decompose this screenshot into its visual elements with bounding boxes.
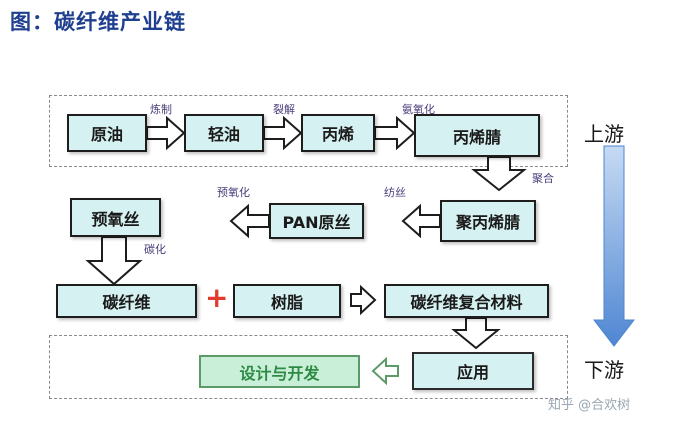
page-title: 图：碳纤维产业链	[10, 9, 186, 34]
label-carbonization: 碳化	[144, 243, 166, 256]
node-resin: 树脂	[233, 284, 341, 318]
upstream-label: 上游	[584, 122, 624, 146]
watermark: 知乎 @合欢树	[548, 398, 631, 413]
downstream-group-frame	[49, 335, 568, 399]
arrow-application-to-design	[371, 356, 399, 386]
arrow-pan-to-preox	[229, 203, 270, 239]
node-application: 应用	[412, 352, 534, 390]
arrow-crude-to-light	[146, 115, 186, 151]
arrow-acrylonitrile-down	[471, 156, 527, 192]
node-acrylonitrile: 丙烯腈	[414, 114, 540, 157]
node-polyacrylonitrile: 聚丙烯腈	[440, 200, 536, 242]
upstream-downstream-arrow	[592, 145, 636, 347]
arrow-resin-to-composite	[350, 284, 377, 316]
node-light-oil: 轻油	[184, 114, 264, 152]
arrow-poly-to-pan	[401, 203, 441, 239]
plus-operator: +	[205, 281, 229, 314]
label-polymerization: 聚合	[532, 172, 554, 185]
label-spinning: 纺丝	[384, 186, 406, 199]
label-cracking: 裂解	[273, 103, 295, 116]
node-carbon-fiber: 碳纤维	[56, 284, 197, 318]
label-ammoxidation: 氨氧化	[402, 103, 435, 116]
node-composite: 碳纤维复合材料	[384, 284, 549, 318]
arrow-preox-down	[85, 236, 143, 286]
node-preox-fiber: 预氧丝	[70, 198, 161, 237]
node-pan-precursor: PAN原丝	[269, 203, 364, 239]
node-crude-oil: 原油	[67, 114, 147, 152]
node-design-dev: 设计与开发	[199, 355, 360, 388]
upstream-group-frame	[49, 95, 568, 167]
arrow-composite-down	[451, 317, 501, 350]
downstream-label: 下游	[584, 358, 624, 382]
node-propylene: 丙烯	[301, 114, 375, 152]
arrow-propylene-to-acrylonitrile	[374, 115, 416, 151]
label-preoxidation: 预氧化	[217, 186, 250, 199]
arrow-light-to-propylene	[263, 115, 303, 151]
label-refining: 炼制	[150, 103, 172, 116]
